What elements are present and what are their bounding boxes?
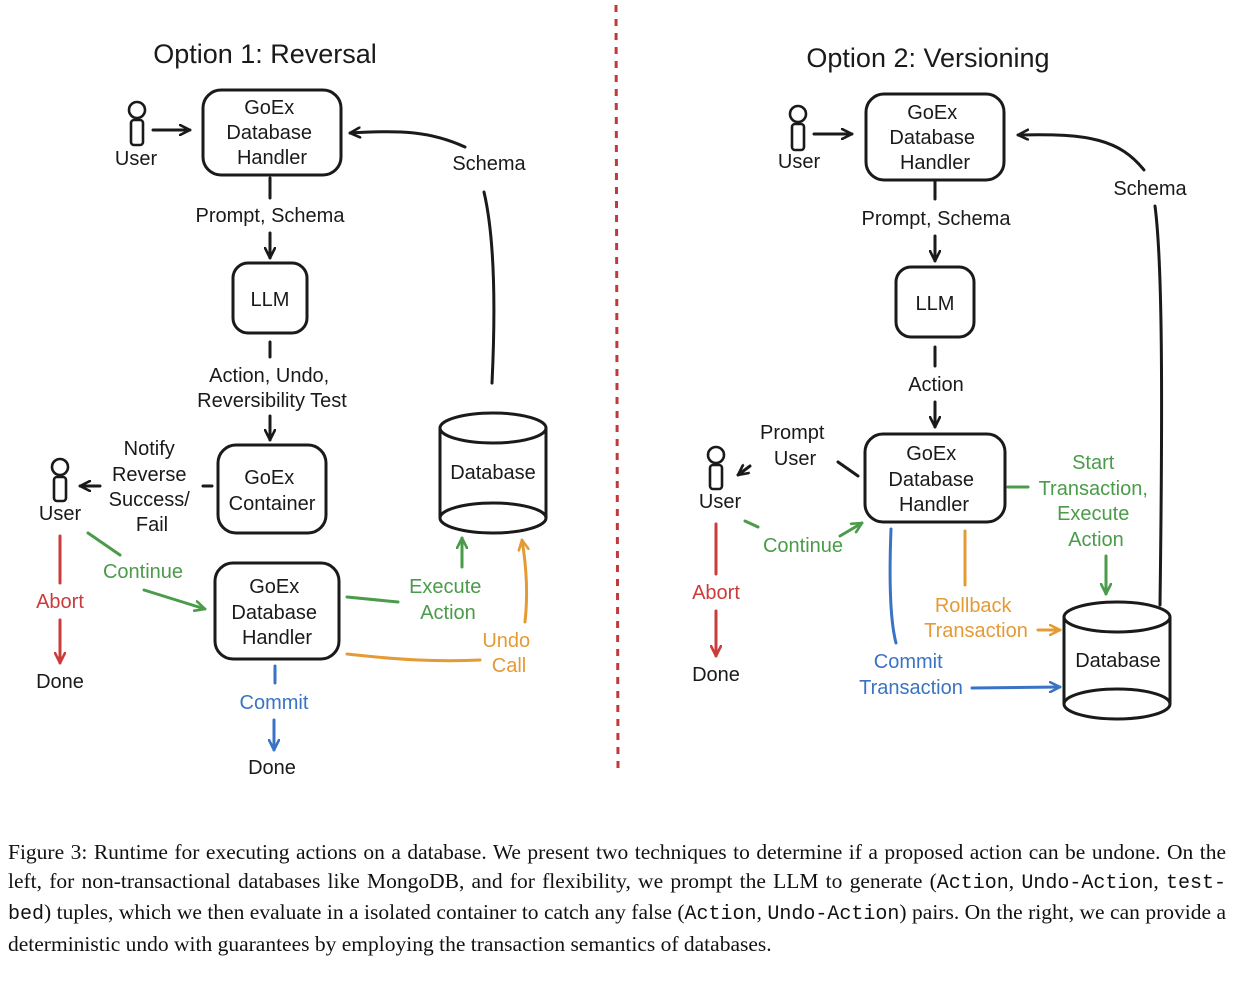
left-user-label: User <box>115 148 158 170</box>
right-continue-label: Continue <box>763 535 843 557</box>
right-database-icon <box>1062 600 1172 721</box>
user-icon <box>706 445 726 491</box>
caption-text: , <box>756 900 768 924</box>
left-handler-label: GoEx Database Handler <box>226 97 317 169</box>
left-panel: Option 1: Reversal User GoEx Database Ha… <box>36 39 548 779</box>
left-database-label: Database <box>450 462 536 484</box>
left-commit-label: Commit <box>240 692 309 714</box>
right-llm-label: LLM <box>916 293 955 315</box>
schema-return-arrow <box>482 190 496 385</box>
right-rollback-label: Rollback Transaction <box>924 595 1028 642</box>
continue-arrow <box>838 521 864 538</box>
caption-text: ) pairs. On the right, we can provide a … <box>8 900 1227 956</box>
left-container-label: GoEx Container <box>229 467 316 515</box>
left-handler2-label: GoEx Database Handler <box>231 576 322 649</box>
left-database-icon <box>438 411 548 535</box>
caption-text: Figure 3: Runtime for executing actions … <box>8 840 1226 893</box>
left-notify-label: Notify Reverse Success/ Fail <box>109 438 196 536</box>
caption-code: Undo-Action <box>1021 871 1154 895</box>
left-llm-box <box>231 261 309 335</box>
user-icon <box>127 100 147 147</box>
caption-code: Action <box>936 871 1009 895</box>
caption-code: Undo-Action <box>767 903 900 926</box>
left-execute-action-label: Execute Action <box>409 576 487 624</box>
right-start-tx-label: Start Transaction, Execute Action <box>1039 452 1154 551</box>
right-handler-box <box>864 92 1006 182</box>
right-llm-box <box>894 265 976 339</box>
right-user2-label: User <box>699 491 742 513</box>
caption-text: , <box>1153 868 1167 893</box>
execute-line <box>345 595 400 604</box>
right-action-label: Action <box>908 374 964 396</box>
right-user-label: User <box>778 151 821 173</box>
right-database-label: Database <box>1075 650 1161 672</box>
caption-code: Action <box>684 903 757 926</box>
diagram-canvas: Option 1: Reversal User GoEx Database Ha… <box>36 4 1188 779</box>
left-continue-label: Continue <box>103 561 183 583</box>
right-title: Option 2: Versioning <box>806 43 1049 73</box>
figure-caption: Figure 3: Runtime for executing actions … <box>8 838 1226 958</box>
continue-line <box>86 531 122 557</box>
left-schema-label: Schema <box>452 153 526 175</box>
right-prompt-user-label: Prompt User <box>760 422 830 470</box>
right-handler-label: GoEx Database Handler <box>889 102 980 174</box>
panel-divider <box>614 4 620 771</box>
undo-line <box>345 652 482 663</box>
right-commit-tx-label: Commit Transaction <box>859 651 963 699</box>
left-llm-label: LLM <box>251 289 290 311</box>
schema-return-arrowhead <box>1016 135 1146 172</box>
left-handler2-box <box>213 561 341 661</box>
continue-arrow <box>142 588 207 609</box>
left-prompt-schema-label: Prompt, Schema <box>196 205 346 227</box>
undo-arrow <box>522 538 527 624</box>
prompt-user-line <box>836 460 860 478</box>
continue-line <box>743 519 760 529</box>
user-icon <box>788 104 808 152</box>
right-prompt-schema-label: Prompt, Schema <box>862 208 1012 230</box>
right-handler2-box <box>863 432 1007 524</box>
right-schema-label: Schema <box>1113 178 1187 200</box>
prompt-user-arrow <box>736 466 752 477</box>
left-abort-label: Abort <box>36 591 84 613</box>
right-done-label: Done <box>692 664 740 686</box>
left-container-box <box>216 443 328 535</box>
left-user2-label: User <box>39 503 82 525</box>
right-abort-label: Abort <box>692 582 740 604</box>
left-undo-call-label: Undo Call <box>482 630 535 677</box>
caption-text: , <box>1008 868 1022 893</box>
schema-return-arrowhead <box>348 132 467 149</box>
right-handler2-label: GoEx Database Handler <box>888 443 979 516</box>
left-handler-box <box>201 88 343 177</box>
caption-code: test-bed <box>8 871 1227 927</box>
left-title: Option 1: Reversal <box>153 39 377 69</box>
user-icon <box>50 457 70 503</box>
caption-text: ) tuples, which we then evaluate in a is… <box>44 900 685 924</box>
right-panel: Option 2: Versioning User GoEx Database … <box>692 43 1188 721</box>
commit-line <box>888 527 898 645</box>
left-done-bottom-label: Done <box>248 757 296 779</box>
left-action-undo-label: Action, Undo, Reversibility Test <box>197 365 347 412</box>
commit-arrow <box>970 687 1062 688</box>
left-done-label: Done <box>36 671 84 693</box>
schema-return-line <box>1153 204 1164 607</box>
